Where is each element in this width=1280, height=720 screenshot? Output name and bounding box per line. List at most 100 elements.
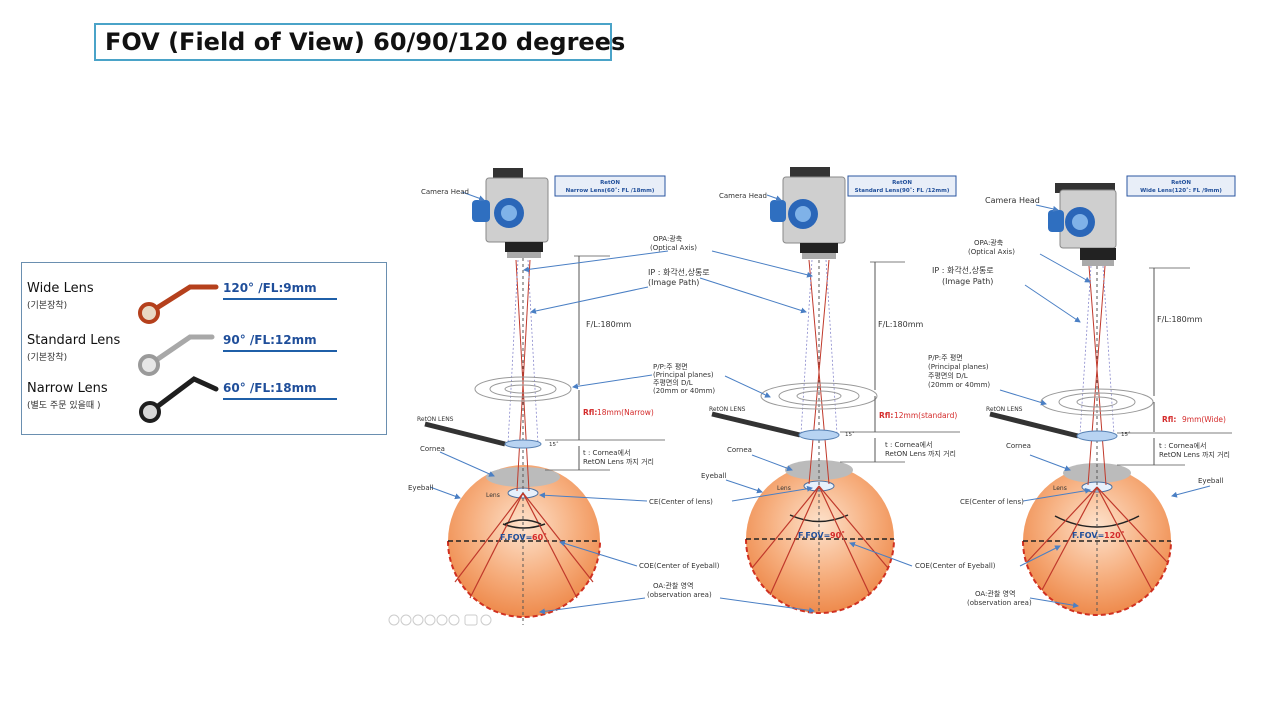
fov-label: F.FOV= <box>798 531 830 540</box>
wide-lens-panel <box>989 183 1232 616</box>
ip-sub-label: (Image Path) <box>648 278 699 287</box>
legend-row-wide: Wide Lens (기본장착) 120° /FL:9mm <box>22 281 386 331</box>
pp-dl-label: 주평면의 D/L <box>928 371 968 380</box>
pp-size-label: (20mm or 40mm) <box>928 381 990 389</box>
lens-badge-brand: RetON <box>892 180 912 186</box>
callout-arrows <box>999 204 1211 609</box>
t-label: t : Cornea에서 <box>583 448 630 457</box>
principal-plane <box>760 382 878 410</box>
ip-sub-label: (Image Path) <box>942 277 993 286</box>
narrow-lens-icon <box>139 376 219 423</box>
dimension-lines <box>545 255 665 471</box>
legend-row-standard: Standard Lens (기본장착) 90° /FL:12mm <box>22 333 386 383</box>
eyeball-label: Eyeball <box>1198 477 1224 485</box>
oa-sub-label: (observation area) <box>647 591 712 599</box>
opa-sub-label: (Optical Axis) <box>650 244 697 252</box>
legend-lens-name: Wide Lens <box>27 281 94 296</box>
slide-toolbar <box>388 614 492 626</box>
oa-sub-label: (observation area) <box>967 599 1032 607</box>
lens-badge <box>554 175 666 197</box>
camera-head <box>1048 183 1117 266</box>
lens-badge-spec: Wide Lens(120˚: FL /9mm) <box>1140 187 1222 194</box>
opa-sub-label: (Optical Axis) <box>968 248 1015 256</box>
fov-label: F.FOV= <box>1072 531 1104 540</box>
cornea-label: Cornea <box>420 445 445 453</box>
lens-legend: Wide Lens (기본장착) 120° /FL:9mm Standard L… <box>21 262 387 435</box>
ip-label: IP : 화각선,상통로 <box>932 265 994 275</box>
legend-lens-spec: 120° /FL:9mm <box>223 281 317 295</box>
callout-arrows <box>429 191 669 615</box>
optical-paths <box>1026 265 1168 612</box>
eyeball-label: Eyeball <box>701 472 727 480</box>
eyeball <box>1022 463 1172 616</box>
camera-head <box>770 167 846 259</box>
coe-label: COE(Center of Eyeball) <box>639 562 720 570</box>
rfl-label: Rfl: <box>583 408 597 417</box>
legend-lens-name: Standard Lens <box>27 333 121 348</box>
legend-underline <box>223 398 337 400</box>
fov-label: F.FOV= <box>500 533 532 542</box>
angle-15-label: 15˚ <box>1121 431 1131 438</box>
retón-lens <box>424 421 542 449</box>
fl-label: F/L:180mm <box>586 320 632 329</box>
retón-lens <box>989 411 1118 442</box>
coe-label: COE(Center of Eyeball) <box>915 562 996 570</box>
page-title: FOV (Field of View) 60/90/120 degrees <box>94 23 625 61</box>
pp-size-label: (20mm or 40mm) <box>653 387 715 395</box>
rfl-value: 12mm(standard) <box>894 411 957 420</box>
legend-lens-sub: (별도 주문 있을때 ) <box>27 401 101 411</box>
lens-label: Lens <box>777 485 791 492</box>
cornea-label: Cornea <box>1006 442 1031 450</box>
legend-lens-spec: 60° /FL:18mm <box>223 381 317 395</box>
fov-value: 60˚ <box>532 532 547 542</box>
lens-badge-spec: Standard Lens(90˚: FL /12mm) <box>855 187 950 194</box>
standard-lens-icon <box>138 334 215 376</box>
t-label: t : Cornea에서 <box>1159 441 1206 450</box>
lens-label: Lens <box>1053 485 1067 492</box>
pp-label: P/P:주 평면 <box>653 362 688 371</box>
lens-label: Lens <box>486 492 500 499</box>
camera-head-label: Camera Head <box>719 192 767 200</box>
pp-label: P/P:주 평면 <box>928 353 963 362</box>
legend-lens-name: Narrow Lens <box>27 381 108 396</box>
fl-label: F/L:180mm <box>1157 315 1203 324</box>
legend-row-narrow: Narrow Lens (별도 주문 있을때 ) 60° /FL:18mm <box>22 376 386 431</box>
angle-15-label: 15˚ <box>845 431 855 438</box>
legend-lens-sub: (기본장착) <box>27 301 68 311</box>
pp-sub-label: (Principal planes) <box>928 363 989 371</box>
opa-label: OPA:광축 <box>653 234 683 243</box>
lens-badge-spec: Narrow Lens(60˚: FL /18mm) <box>566 187 655 194</box>
legend-lens-spec: 90° /FL:12mm <box>223 333 317 347</box>
t-sub-label: RetON Lens 까지 거리 <box>583 457 654 466</box>
ce-label: CE(Center of lens) <box>960 498 1024 506</box>
lens-badge-brand: RetON <box>600 180 620 186</box>
camera-head-label: Camera Head <box>985 196 1040 205</box>
ip-label: IP : 화각선,상통로 <box>648 267 710 277</box>
standard-lens-panel <box>699 167 960 614</box>
wide-lens-icon <box>138 284 219 324</box>
fov-angle-arc <box>504 519 542 525</box>
pp-dl-label: 주평면의 D/L <box>653 378 693 387</box>
rfl-value: 9mm(Wide) <box>1182 415 1226 424</box>
rfl-label: Rfl: <box>1162 415 1176 424</box>
ce-label: CE(Center of lens) <box>649 498 713 506</box>
fl-label: F/L:180mm <box>878 320 924 329</box>
optical-paths <box>454 258 594 625</box>
rfl-label: Rfl: <box>879 411 893 420</box>
narrow-lens-panel <box>424 168 669 625</box>
t-label: t : Cornea에서 <box>885 440 932 449</box>
principal-plane <box>474 376 572 402</box>
retón-lens <box>711 411 840 441</box>
camera-head <box>472 168 549 258</box>
eyeball-label: Eyeball <box>408 484 434 492</box>
retón-lens-label: RetON LENS <box>709 406 746 413</box>
principal-plane <box>1040 388 1154 416</box>
cornea-label: Cornea <box>727 446 752 454</box>
dimension-lines <box>1117 267 1232 466</box>
fov-value: 90˚ <box>830 530 845 540</box>
camera-head-label: Camera Head <box>421 188 469 196</box>
rfl-value: 18mm(Narrow) <box>597 408 654 417</box>
dimension-lines <box>840 261 960 463</box>
oa-label: OA:관찰 영역 <box>975 589 1015 598</box>
legend-underline <box>223 350 337 352</box>
